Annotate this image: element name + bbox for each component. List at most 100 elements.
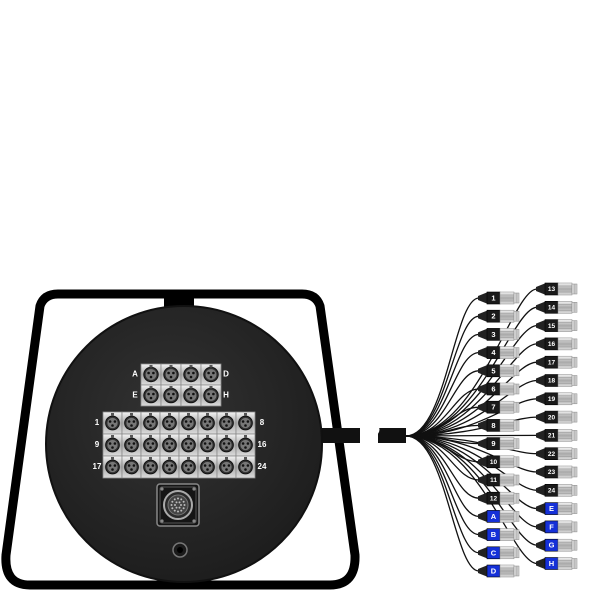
xlr-plug-icon: 12 (478, 491, 520, 505)
plug-label: F (549, 522, 554, 531)
xlr-plug-icon: 8 (478, 419, 520, 432)
plug-label: 4 (491, 348, 496, 357)
plug-label: 8 (491, 421, 495, 430)
xlr-plug-icon: 1 (478, 291, 520, 305)
xlr-plug-icon: 3 (478, 328, 520, 341)
plug-label: 6 (491, 384, 495, 393)
xlr-plug-icon: 13 (536, 282, 578, 296)
multipin-connector-icon (156, 483, 200, 527)
xlr-plug-icon: A (478, 510, 520, 523)
xlr-jack-icon (102, 433, 123, 457)
plug-label: 24 (548, 488, 556, 495)
xlr-plug-icon: 6 (478, 382, 520, 396)
xlr-plug-icon: 9 (478, 437, 520, 450)
reel-frame (1, 289, 360, 590)
xlr-plug-icon: 5 (478, 364, 520, 378)
return-panel (140, 363, 222, 407)
xlr-jack-icon (159, 455, 180, 479)
xlr-plug-icon: 18 (536, 374, 578, 387)
panel-row-label: E (132, 391, 138, 400)
plug-label: 16 (548, 341, 556, 348)
fanout-wire (405, 361, 538, 437)
xlr-jack-icon (216, 455, 237, 479)
xlr-jack-icon (140, 363, 162, 386)
xlr-jack-icon (121, 433, 142, 457)
xlr-jack-icon (121, 455, 142, 479)
xlr-jack-icon (140, 411, 161, 435)
plug-label: 9 (491, 439, 495, 448)
plug-label: H (549, 559, 554, 568)
xlr-jack-icon (197, 455, 218, 479)
xlr-jack-icon (160, 363, 182, 386)
xlr-jack-icon (102, 455, 123, 479)
xlr-plug-icon: 15 (536, 319, 578, 332)
plug-label: 14 (548, 305, 556, 312)
plug-label: 15 (548, 323, 556, 330)
xlr-plug-icon: 21 (536, 429, 578, 442)
plug-label: 17 (548, 359, 556, 366)
xlr-jack-icon (197, 411, 218, 435)
cable-break-icon (360, 422, 380, 449)
plug-label: 18 (548, 378, 556, 385)
xlr-jack-icon (216, 433, 237, 457)
ground-post-icon (172, 542, 188, 558)
fanout-wire (405, 435, 480, 572)
panel-row-label: 17 (93, 462, 102, 471)
xlr-plug-icon: 24 (536, 483, 578, 497)
xlr-jack-icon (102, 411, 123, 435)
xlr-plug-icon: D (478, 564, 520, 578)
plug-label: G (549, 541, 555, 550)
xlr-plug-icon: C (478, 546, 520, 560)
panel-row-label: H (223, 391, 229, 400)
plug-label: 21 (548, 433, 556, 440)
plug-label: A (491, 512, 497, 521)
plug-label: 20 (548, 414, 556, 421)
xlr-plug-icon: 19 (536, 392, 578, 406)
panel-row-label: D (223, 370, 229, 379)
fanout-wire (405, 370, 480, 437)
fanout-wire (405, 324, 538, 437)
fanout-plugs: 123456789101112ABCD131415161718192021222… (478, 282, 578, 578)
xlr-jack-icon (159, 433, 180, 457)
plug-label: 19 (548, 396, 556, 403)
xlr-jack-icon (235, 433, 256, 457)
xlr-plug-icon: B (478, 528, 520, 541)
xlr-jack-icon (235, 411, 256, 435)
plug-label: 3 (491, 330, 495, 339)
xlr-plug-icon: G (536, 538, 578, 552)
xlr-jack-icon (235, 455, 256, 479)
fanout-wire (405, 398, 538, 437)
plug-label: D (491, 566, 497, 575)
panel-row-label: 24 (258, 462, 267, 471)
plug-label: C (491, 548, 497, 557)
xlr-plug-icon: 10 (478, 455, 520, 469)
xlr-plug-icon: 4 (478, 346, 520, 359)
plug-label: 7 (491, 403, 495, 412)
xlr-plug-icon: 22 (536, 447, 578, 461)
plug-label: E (549, 504, 554, 513)
plug-label: 1 (491, 293, 495, 302)
plug-label: 22 (548, 451, 556, 458)
xlr-jack-icon (180, 384, 202, 407)
xlr-jack-icon (140, 433, 161, 457)
panel-row-label: 1 (95, 418, 100, 427)
fanout-wire (405, 297, 480, 437)
xlr-plug-icon: 23 (536, 465, 578, 479)
fanout-wire (405, 315, 480, 437)
plug-label: 12 (490, 495, 498, 502)
xlr-jack-icon (216, 411, 237, 435)
xlr-plug-icon: H (536, 557, 578, 570)
xlr-jack-icon (200, 363, 222, 386)
xlr-jack-icon (197, 433, 218, 457)
xlr-plug-icon: 7 (478, 400, 520, 414)
xlr-plug-icon: 2 (478, 309, 520, 323)
panel-row-label: 8 (260, 418, 265, 427)
plug-label: B (491, 530, 497, 539)
xlr-jack-icon (159, 411, 180, 435)
xlr-plug-icon: 16 (536, 337, 578, 351)
xlr-plug-icon: 11 (478, 473, 520, 487)
plug-label: 5 (491, 366, 495, 375)
panel-row-label: A (132, 370, 138, 379)
panel-row-label: 16 (258, 440, 267, 449)
